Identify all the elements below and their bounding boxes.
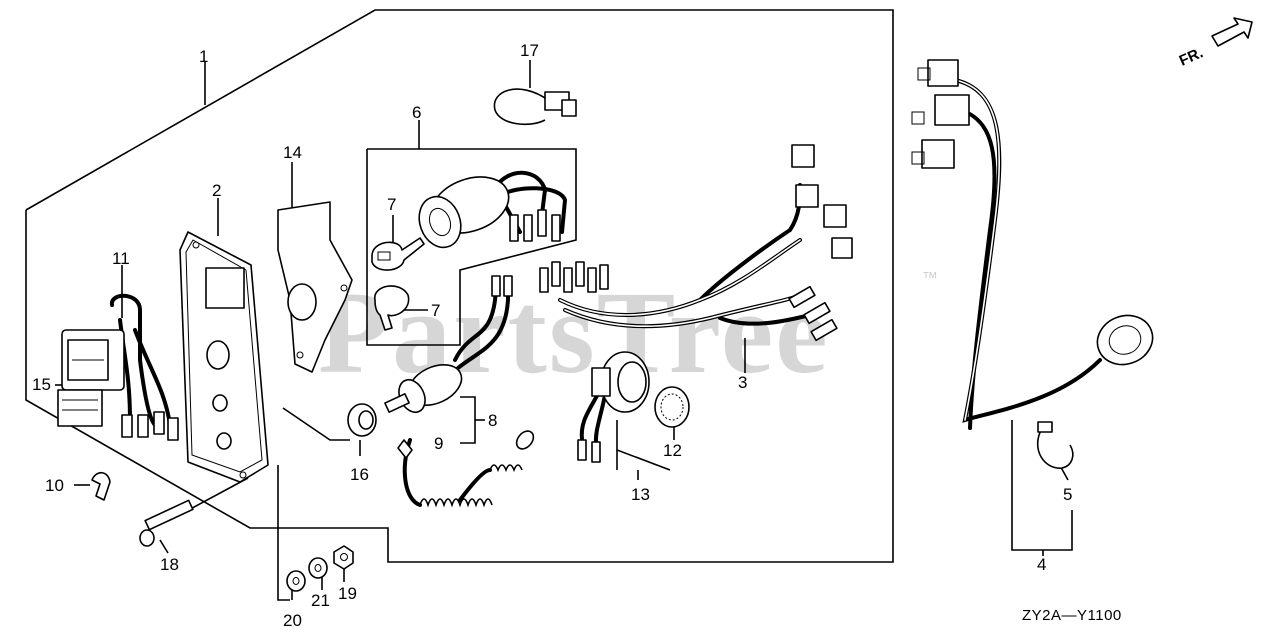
callouts: 1 2 3 4 5 6 7 7 8 9 10 11 12 13 14 15 16… (32, 41, 1072, 630)
emergency-stop-lanyard (397, 430, 535, 508)
harness-clip (91, 471, 111, 501)
mounting-bracket (277, 201, 353, 373)
ignition-switch (418, 170, 568, 249)
switch-assembly (57, 293, 179, 441)
front-label: FR. (1177, 44, 1206, 69)
callout-15: 15 (32, 375, 51, 394)
cable-tie (493, 88, 577, 126)
trademark-mark: ™ (922, 270, 938, 287)
mounting-bolt (139, 499, 194, 547)
callout-5: 5 (1063, 485, 1072, 504)
diagram-code: ZY2A—Y1100 (1022, 607, 1122, 624)
main-wire-harness (539, 144, 853, 342)
choke-solenoid (384, 275, 513, 414)
key-upper (371, 237, 425, 271)
callout-3: 3 (738, 373, 747, 392)
front-direction-indicator: FR. (1177, 17, 1253, 70)
callout-6: 6 (412, 103, 421, 122)
buzzer-cover (654, 386, 690, 428)
callout-16: 16 (350, 465, 369, 484)
callout-13: 13 (631, 485, 650, 504)
callout-20: 20 (283, 611, 302, 630)
extension-harness (911, 59, 1154, 430)
callout-12: 12 (663, 441, 682, 460)
warning-buzzer (577, 351, 650, 463)
lock-nut (347, 403, 377, 437)
callout-4: 4 (1037, 555, 1046, 574)
harness-clamp (1036, 421, 1074, 469)
key-lower (374, 285, 410, 331)
callout-18: 18 (160, 555, 179, 574)
assembly-outline (25, 9, 894, 563)
callout-21: 21 (311, 591, 330, 610)
callout-7-lower: 7 (431, 301, 440, 320)
callout-19: 19 (338, 584, 357, 603)
callout-14: 14 (283, 143, 302, 162)
callout-7-upper: 7 (387, 195, 396, 214)
callout-17: 17 (520, 41, 539, 60)
hardware (286, 545, 354, 592)
control-panel-plate (179, 231, 269, 483)
callout-10: 10 (45, 476, 64, 495)
callout-11: 11 (112, 249, 130, 268)
harness-bracket (1011, 420, 1073, 551)
callout-9: 9 (434, 434, 443, 453)
callout-1: 1 (199, 47, 208, 66)
callout-2: 2 (212, 181, 221, 200)
callout-8: 8 (488, 411, 497, 430)
ignition-switch-outline (366, 148, 577, 346)
